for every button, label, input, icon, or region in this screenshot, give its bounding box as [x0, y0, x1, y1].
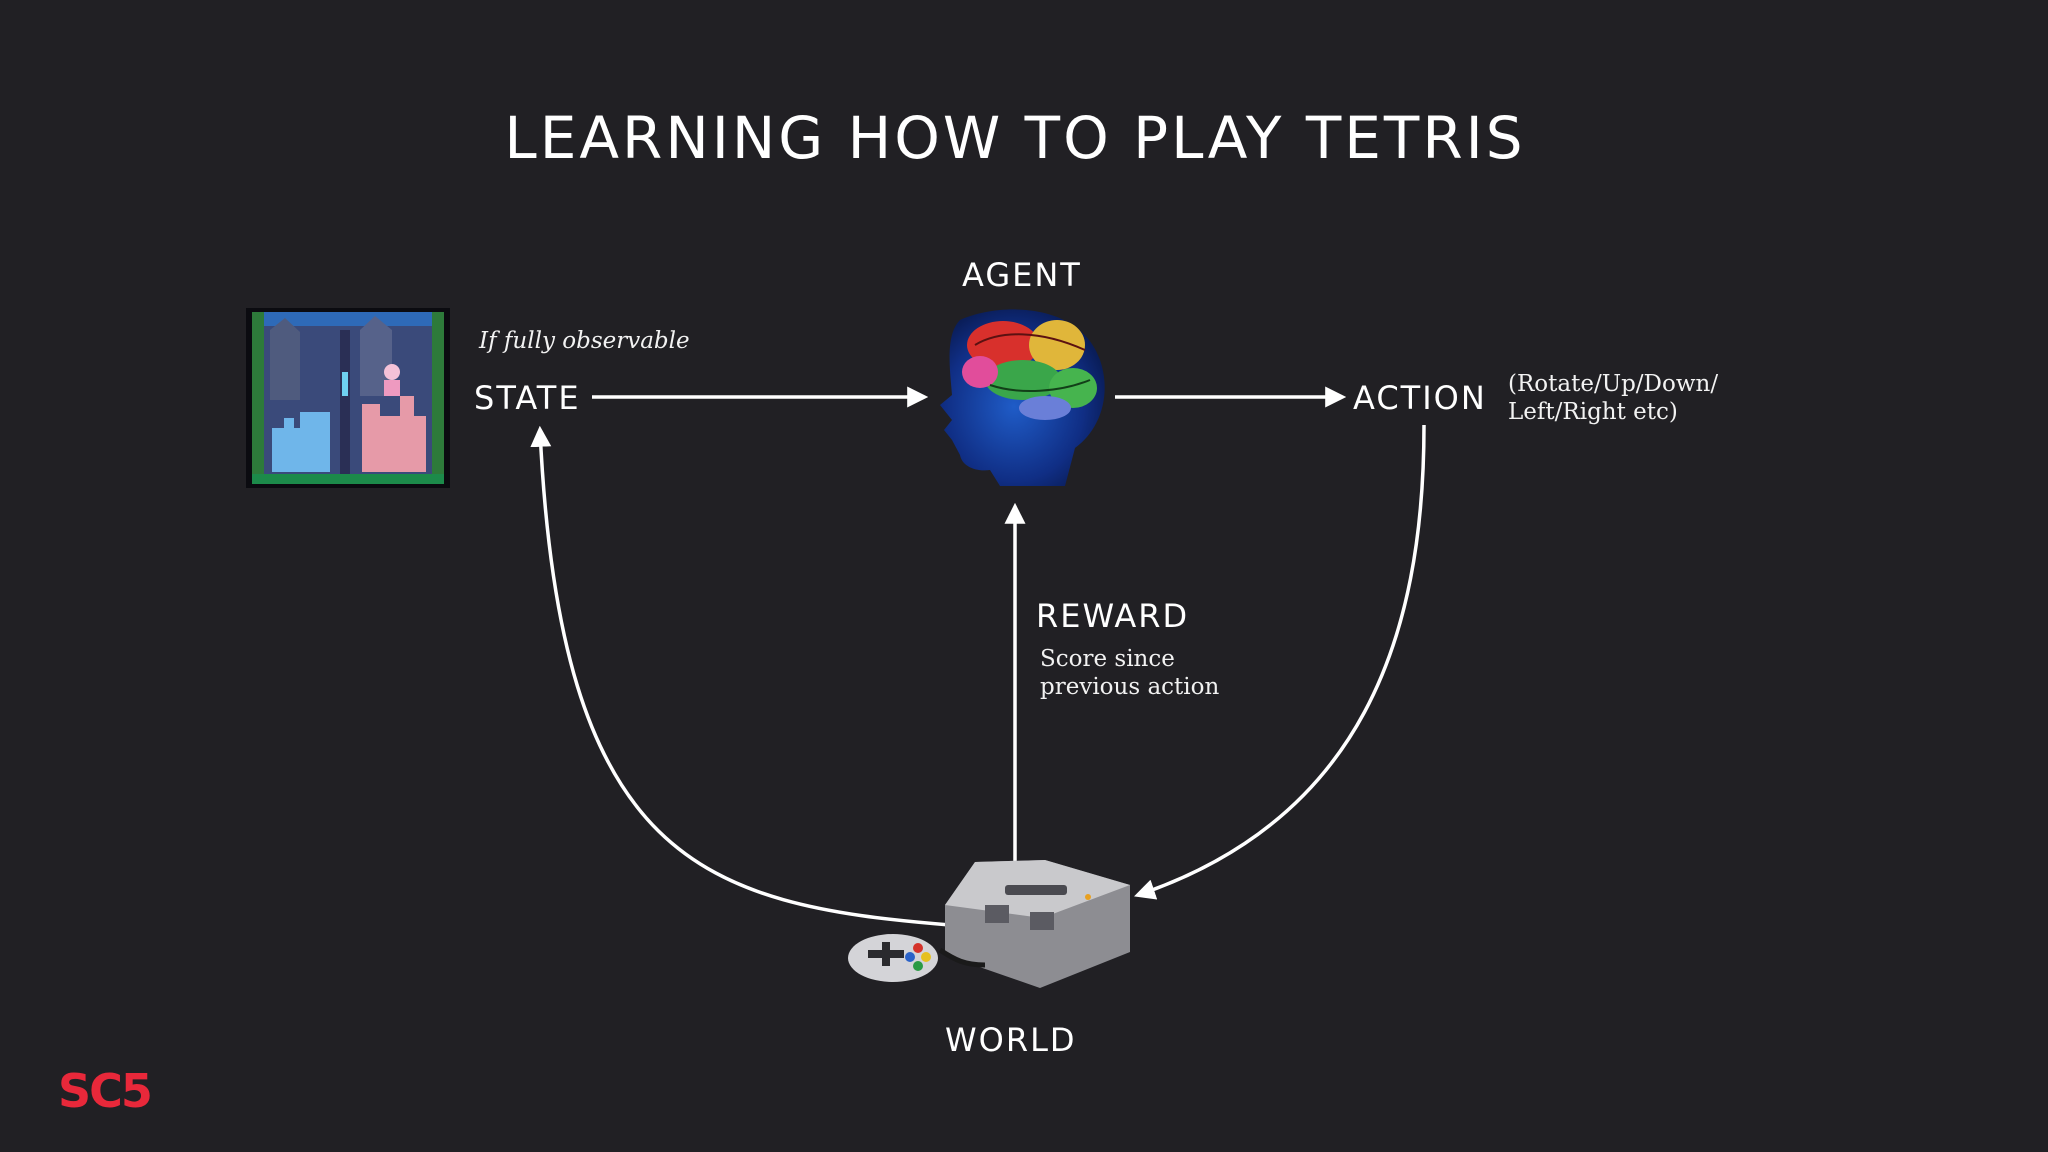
reward-note-line1: Score since	[1040, 646, 1175, 672]
reward-note-line2: previous action	[1040, 674, 1220, 700]
state-label: STATE	[474, 379, 581, 417]
action-label: ACTION	[1353, 379, 1487, 417]
world-label: WORLD	[945, 1021, 1077, 1059]
action-to-world-arrow	[1134, 424, 1426, 900]
action-note-line2: Left/Right etc)	[1508, 399, 1678, 425]
reward-label: REWARD	[1036, 597, 1190, 635]
agent-label: AGENT	[962, 256, 1082, 294]
action-note-line1: (Rotate/Up/Down/	[1508, 371, 1719, 397]
slide-title: LEARNING HOW TO PLAY TETRIS	[504, 104, 1526, 172]
state-note: If fully observable	[479, 328, 690, 354]
world-to-state-arrow	[530, 425, 951, 927]
sc5-logo: SC5	[58, 1064, 153, 1118]
